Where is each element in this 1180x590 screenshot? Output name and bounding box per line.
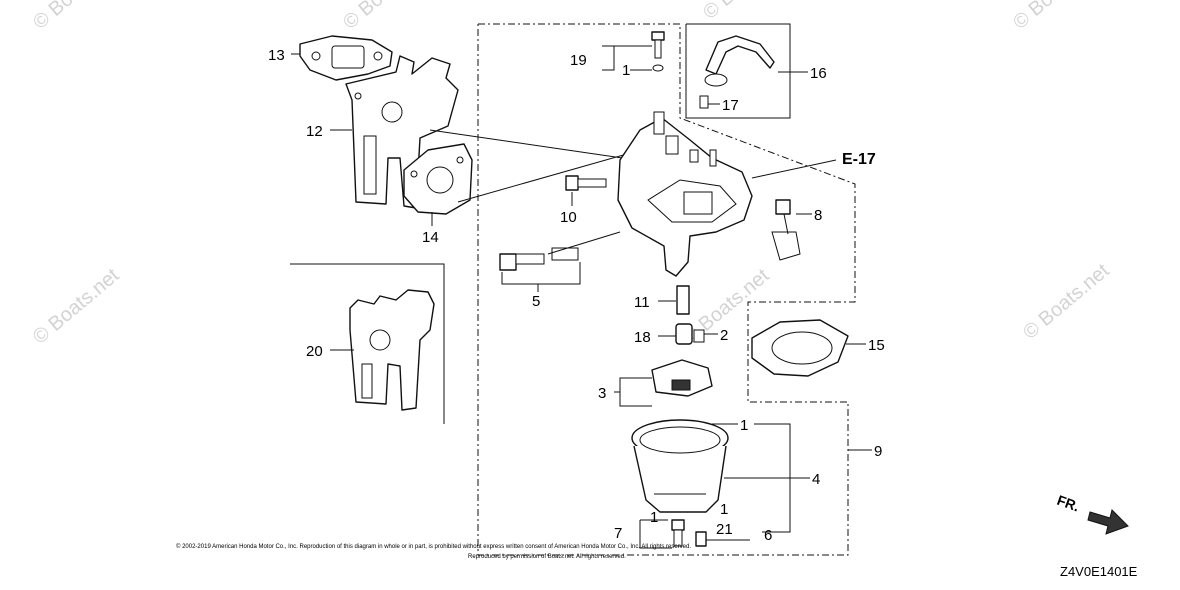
callout-20: 20 <box>306 343 323 360</box>
callout-19: 19 <box>570 52 587 69</box>
callout-14: 14 <box>422 229 439 246</box>
part-7-screw <box>671 519 707 547</box>
part-12-bracket <box>345 55 459 209</box>
forward-direction-arrow: FR. <box>1055 492 1129 535</box>
copyright-line-2: Reproduced by permission of Boats.net. A… <box>468 554 626 560</box>
part-20-bracket <box>349 289 435 411</box>
callout-2: 2 <box>720 327 728 344</box>
reference-e17: E-17 <box>842 151 876 168</box>
callout-21: 21 <box>716 521 733 538</box>
callout-12: 12 <box>306 123 323 140</box>
callout-3: 3 <box>598 385 606 402</box>
callouts: 13 12 14 20 19 1 16 17 E-17 10 5 8 11 18… <box>268 45 885 549</box>
watermark-4: © Boats.net <box>1009 0 1104 34</box>
carburetor-body <box>617 111 753 277</box>
watermark-3: © Boats.net <box>699 0 794 24</box>
callout-1b: 1 <box>740 417 748 434</box>
callout-1c: 1 <box>650 509 658 526</box>
callout-6: 6 <box>764 527 772 544</box>
copyright-line-1: © 2002-2019 American Honda Motor Co., In… <box>176 543 691 550</box>
part-8-valve <box>771 199 801 261</box>
part-11-jet <box>676 285 690 315</box>
callout-1d: 1 <box>720 501 728 518</box>
watermark-6: © Boats.net <box>1019 259 1114 343</box>
diagram-code: Z4V0E1401E <box>1060 564 1138 579</box>
callout-5: 5 <box>532 293 540 310</box>
callout-13: 13 <box>268 47 285 64</box>
assembly-frame <box>290 23 856 556</box>
callout-11: 11 <box>634 294 650 311</box>
callout-9: 9 <box>874 443 882 460</box>
watermark-5: © Boats.net <box>29 264 124 348</box>
part-10-screw <box>565 175 607 191</box>
watermark-2: © Boats.net <box>339 0 434 34</box>
callout-4: 4 <box>812 471 820 488</box>
callout-8: 8 <box>814 207 822 224</box>
callout-7: 7 <box>614 525 622 542</box>
part-3-float <box>651 359 713 397</box>
callout-16: 16 <box>810 65 827 82</box>
part-5-screw <box>499 247 579 271</box>
part-18-nozzle <box>675 323 705 345</box>
direction-label: FR. <box>1055 492 1082 515</box>
callout-1a: 1 <box>622 62 630 79</box>
part-15-gasket <box>751 319 849 377</box>
callout-17: 17 <box>722 97 739 114</box>
callout-10: 10 <box>560 209 577 226</box>
part-13-gasket <box>299 35 393 81</box>
watermark-1: © Boats.net <box>29 0 124 34</box>
part-16-lever <box>699 35 775 109</box>
callout-18: 18 <box>634 329 651 346</box>
part-4-float-chamber <box>631 419 729 513</box>
part-14-gasket <box>403 143 473 215</box>
callout-15: 15 <box>868 337 885 354</box>
part-19-screw <box>651 31 665 72</box>
